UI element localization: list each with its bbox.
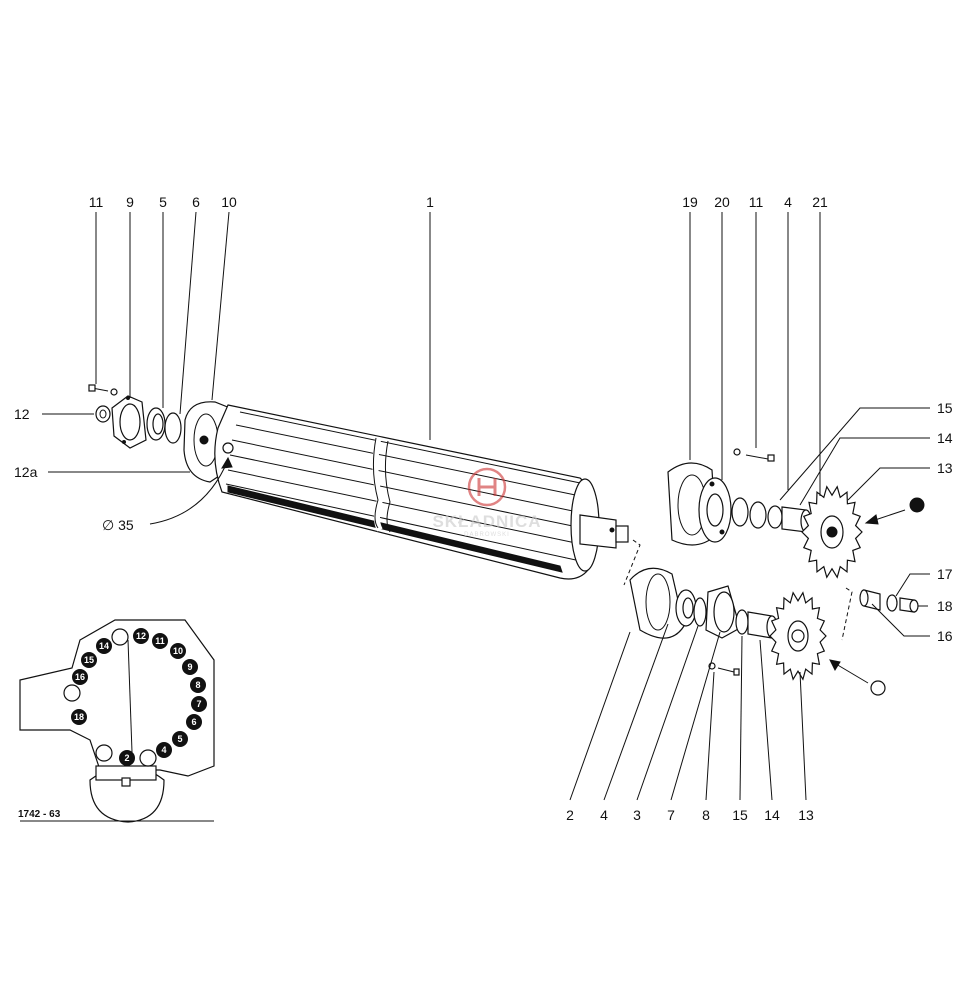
inset-marker-label: 10	[173, 646, 183, 656]
left-end-assembly	[88, 384, 231, 483]
watermark-sub: DĄBROWSKI	[464, 532, 510, 538]
label-4-right: 4	[784, 194, 792, 210]
bearing-left	[146, 407, 166, 441]
inset-marker-label: 15	[84, 655, 94, 665]
label-4-bottom: 4	[600, 807, 608, 823]
label-18: 18	[937, 598, 953, 614]
leader-lines	[42, 211, 930, 801]
indicator-arrows	[829, 497, 925, 696]
right-upper-assembly	[667, 448, 812, 546]
inset-marker-label: 14	[99, 641, 109, 651]
label-8: 8	[702, 807, 710, 823]
inset-marker	[170, 643, 186, 659]
sprocket-upper	[801, 485, 863, 579]
inset-marker	[182, 659, 198, 675]
top-left-labels: 11 9 5 6 10	[89, 194, 237, 210]
inset-marker-label: 6	[191, 717, 196, 727]
inset-marker	[133, 628, 149, 644]
inset-marker-label: 12	[136, 631, 146, 641]
label-5: 5	[159, 194, 167, 210]
watermark-logo: SKŁADNICA DĄBROWSKI	[432, 467, 541, 538]
label-16: 16	[937, 628, 953, 644]
nut-left	[95, 405, 111, 423]
inset-marker	[152, 633, 168, 649]
inset-marker	[72, 669, 88, 685]
label-1: 1	[426, 194, 434, 210]
ring-left	[164, 412, 182, 444]
inset-marker	[81, 652, 97, 668]
diameter-label: ∅ 35	[102, 517, 134, 533]
sprocket-lower	[769, 591, 827, 681]
label-6: 6	[192, 194, 200, 210]
inset-marker	[191, 696, 207, 712]
label-2: 2	[566, 807, 574, 823]
flange-upper-right	[698, 477, 732, 543]
label-11: 11	[89, 194, 104, 210]
inset-marker-label: 18	[74, 712, 84, 722]
label-7: 7	[667, 807, 675, 823]
right-lower-assembly	[629, 567, 778, 676]
side-right-labels: 15 14 13 17 18 16	[937, 400, 953, 644]
open-marker	[870, 680, 886, 696]
filled-marker	[909, 497, 925, 513]
drawing-code: 1742 - 63	[18, 809, 61, 820]
label-21: 21	[812, 194, 828, 210]
label-13: 13	[937, 460, 953, 476]
inset-marker	[190, 677, 206, 693]
label-12: 12	[14, 406, 30, 422]
roller-drum	[214, 404, 629, 580]
small-spacers	[859, 589, 919, 613]
ring-upper-right	[749, 501, 767, 529]
inset-marker-label: 9	[187, 662, 192, 672]
inset-marker	[186, 714, 202, 730]
bottom-labels: 2 4 3 7 8 15 14 13	[566, 807, 814, 823]
label-15-bottom: 15	[732, 807, 748, 823]
inset-marker-label: 8	[195, 680, 200, 690]
washer-upper-right	[731, 497, 749, 527]
inset-marker-label: 4	[161, 745, 166, 755]
label-9: 9	[126, 194, 134, 210]
flange-left	[111, 395, 147, 449]
watermark-brand: SKŁADNICA	[432, 512, 541, 531]
top-right-labels: 19 20 11 4 21	[682, 194, 828, 210]
machine-layout-inset: 12 11 10 98 765 4 2 14 15 16 18	[19, 619, 215, 823]
label-11-right: 11	[749, 194, 764, 210]
inset-marker	[119, 750, 135, 766]
bolt-left	[88, 384, 118, 396]
label-3: 3	[633, 807, 641, 823]
inset-marker	[71, 709, 87, 725]
inset-marker-label: 16	[75, 672, 85, 682]
label-10: 10	[221, 194, 237, 210]
label-15: 15	[937, 400, 953, 416]
inset-marker-label: 5	[177, 734, 182, 744]
inset-marker	[156, 742, 172, 758]
label-13-bottom: 13	[798, 807, 814, 823]
inset-marker-label: 11	[155, 636, 165, 646]
label-14: 14	[937, 430, 953, 446]
inset-marker	[172, 731, 188, 747]
label-20: 20	[714, 194, 730, 210]
inset-marker-label: 2	[124, 753, 129, 763]
label-17: 17	[937, 566, 953, 582]
label-19: 19	[682, 194, 698, 210]
inset-marker-label: 7	[196, 699, 201, 709]
inset-marker	[96, 638, 112, 654]
label-12a: 12a	[14, 464, 38, 480]
bolt-upper-right	[733, 448, 775, 462]
label-14-bottom: 14	[764, 807, 780, 823]
watermark-emblem-icon	[467, 467, 507, 507]
